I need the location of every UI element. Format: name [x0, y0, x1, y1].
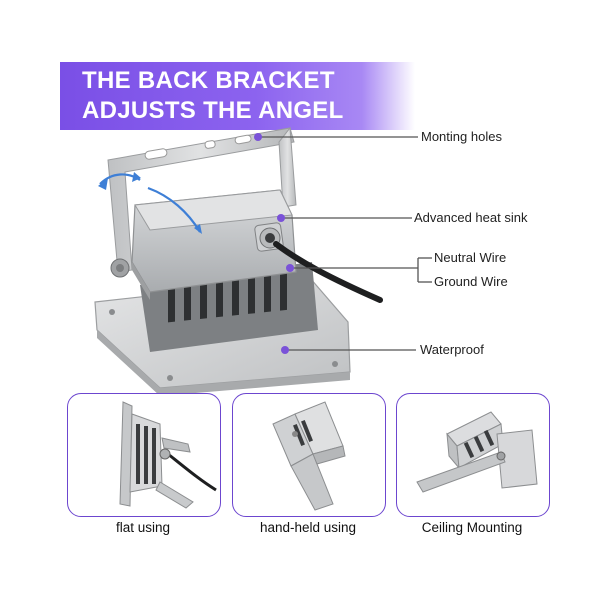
label-flat-using: flat using	[115, 520, 171, 535]
banner-title-line-2: ADJUSTS THE ANGEL	[82, 97, 344, 124]
label-handheld-using: hand-held using	[259, 520, 357, 535]
usage-box-flat	[67, 393, 221, 517]
banner-title-line-1: THE BACK BRACKET	[82, 67, 335, 94]
handheld-illustration	[272, 401, 346, 511]
label-neutral-wire: Neutral Wire	[434, 250, 507, 265]
angle-adjust-arrows	[98, 172, 202, 234]
callout-lines	[260, 136, 432, 351]
label-mounting-holes: Monting holes	[421, 129, 502, 144]
ceiling-mount-illustration	[416, 411, 538, 493]
power-cable	[273, 241, 383, 303]
flat-mount-illustration	[119, 401, 217, 509]
label-heat-sink: Advanced heat sink	[414, 210, 528, 225]
title-banner	[60, 62, 415, 130]
callout-dots	[254, 133, 294, 354]
usage-box-ceiling	[396, 393, 550, 517]
label-ground-wire: Ground Wire	[434, 274, 508, 289]
label-ceiling-mounting: Ceiling Mounting	[421, 520, 523, 535]
driver-box	[131, 189, 297, 300]
label-waterproof: Waterproof	[420, 342, 484, 357]
usage-box-handheld	[232, 393, 386, 517]
